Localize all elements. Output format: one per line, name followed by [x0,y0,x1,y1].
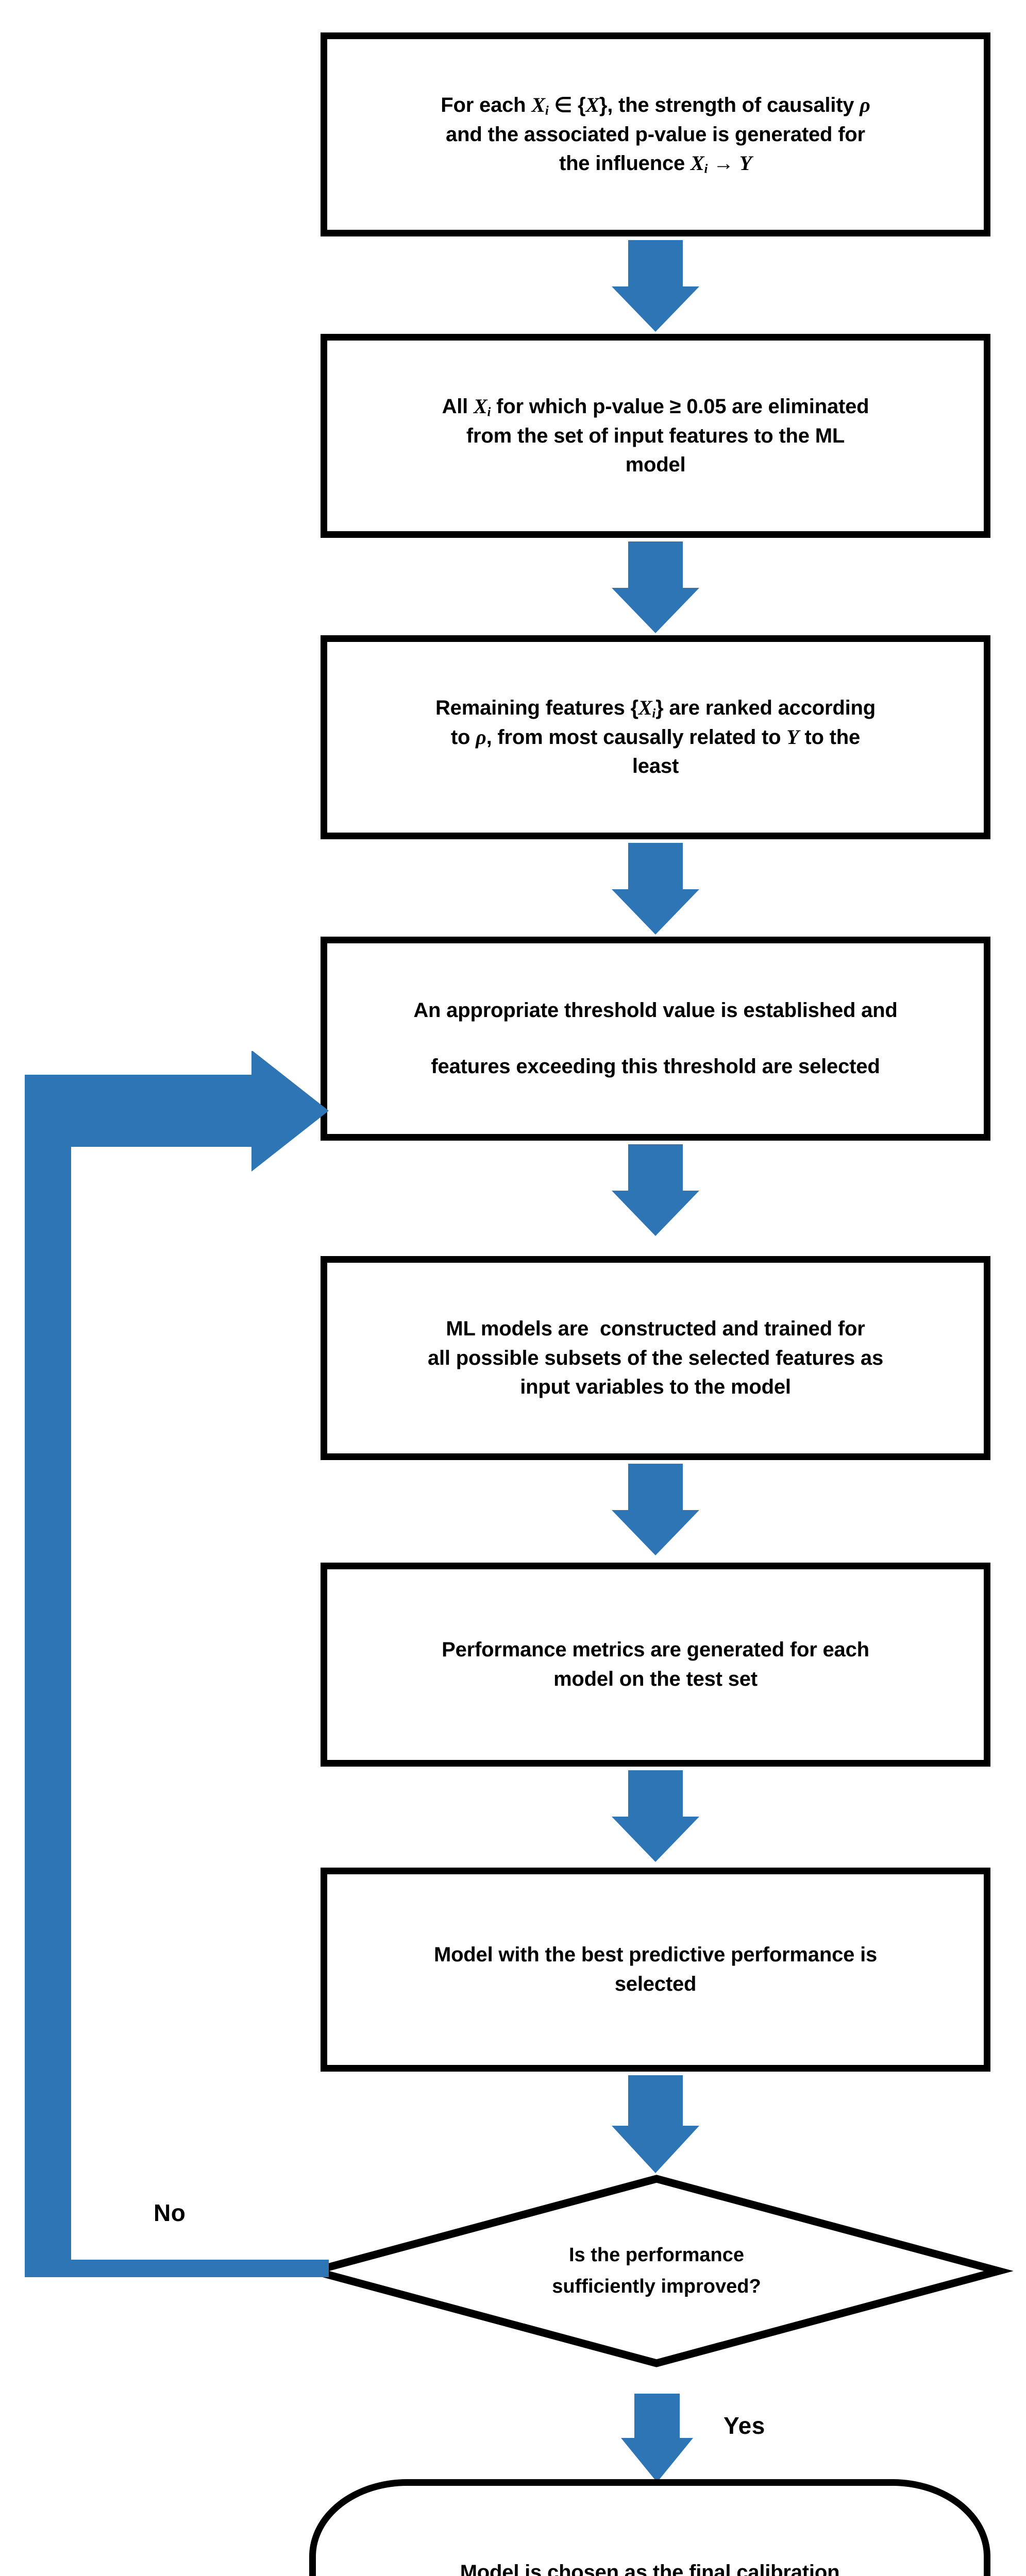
decision-node-performance[interactable]: Is the performance sufficiently improved… [299,2175,1014,2367]
process-node-best-model[interactable]: Model with the best predictive performan… [321,1868,990,2072]
node-train-text: ML models are constructed and trained fo… [427,1317,884,1399]
process-node-causality[interactable]: For each Xi ∈ {X}, the strength of causa… [321,32,990,236]
connector-feedback-loop [25,1051,329,2277]
connector-arrow-7 [612,2075,699,2173]
node-rank-text: Remaining features {Xi} are ranked accor… [435,696,876,778]
connector-arrow-1 [612,240,699,332]
terminal-node-text: Model is chosen as the final calibration… [460,2561,840,2576]
connector-arrow-8 [621,2394,693,2482]
node-threshold-text-1: An appropriate threshold value is establ… [413,999,898,1022]
terminal-node-final-model[interactable]: Model is chosen as the final calibration… [309,2479,990,2576]
connector-arrow-4 [612,1144,699,1236]
branch-label-no: No [154,2199,186,2226]
connector-arrow-5 [612,1464,699,1555]
process-node-metrics[interactable]: Performance metrics are generated for ea… [321,1563,990,1767]
connector-arrow-6 [612,1770,699,1862]
node-threshold-text-2: features exceeding this threshold are se… [431,1055,880,1078]
process-node-rank[interactable]: Remaining features {Xi} are ranked accor… [321,635,990,839]
process-node-threshold[interactable]: An appropriate threshold value is establ… [321,937,990,1141]
node-causality-text: For each Xi ∈ {X}, the strength of causa… [441,93,870,176]
connector-arrow-3 [612,843,699,935]
process-node-eliminate[interactable]: All Xi for which p-value ≥ 0.05 are elim… [321,334,990,538]
process-node-train[interactable]: ML models are constructed and trained fo… [321,1256,990,1460]
node-best-model-text: Model with the best predictive performan… [433,1943,878,1995]
branch-label-yes: Yes [724,2412,765,2439]
node-eliminate-text: All Xi for which p-value ≥ 0.05 are elim… [442,394,869,477]
connector-arrow-2 [612,541,699,633]
node-metrics-text: Performance metrics are generated for ea… [442,1638,869,1690]
